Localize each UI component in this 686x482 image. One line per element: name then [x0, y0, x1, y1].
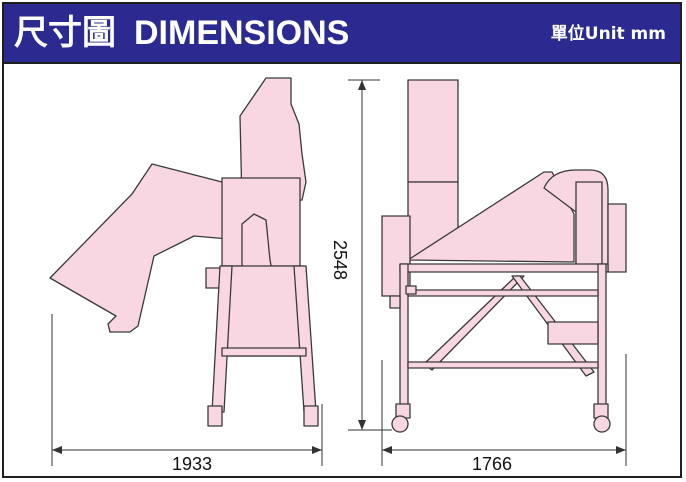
front-width-arrow-right — [312, 446, 322, 454]
diagram-frame: 尺寸圖 DIMENSIONS 單位Unit mm — [2, 2, 682, 478]
side-lower-box — [547, 321, 599, 345]
side-view — [381, 79, 627, 433]
side-right-guard — [607, 203, 627, 273]
front-left-leg — [211, 265, 233, 413]
page-title: 尺寸圖 DIMENSIONS — [14, 13, 349, 53]
side-left-tab-2 — [405, 285, 417, 295]
side-table-top — [399, 263, 609, 273]
side-width-arrow-right — [616, 446, 626, 454]
unit-label: 單位Unit mm — [550, 24, 666, 44]
front-side-handle — [205, 267, 221, 289]
title-chinese: 尺寸圖 — [14, 13, 116, 53]
front-left-caster — [207, 405, 223, 427]
header-bar: 尺寸圖 DIMENSIONS 單位Unit mm — [4, 4, 680, 64]
side-right-wheel — [593, 415, 611, 433]
front-view — [49, 77, 319, 427]
front-width-arrow-left — [52, 446, 62, 454]
side-left-wheel — [391, 415, 409, 433]
title-english: DIMENSIONS — [134, 14, 350, 52]
side-hood-inner — [575, 181, 603, 271]
front-right-caster — [303, 405, 319, 427]
side-width-label: 1766 — [472, 454, 512, 474]
side-chute-column — [407, 79, 459, 183]
height-arrow-top — [358, 80, 366, 90]
side-crossbar-low — [407, 361, 599, 369]
front-feed-hopper — [49, 163, 241, 333]
height-label: 2548 — [330, 240, 350, 280]
side-left-tab — [389, 295, 401, 309]
front-frame — [221, 265, 305, 357]
side-width-arrow-left — [382, 446, 392, 454]
side-crossbar-mid — [407, 289, 599, 297]
side-right-leg — [597, 263, 607, 415]
height-arrow-bottom — [358, 420, 366, 430]
front-width-label: 1933 — [172, 454, 212, 474]
front-crossbar — [221, 347, 307, 357]
side-width-label-bg — [470, 456, 516, 474]
front-width-label-bg — [172, 456, 218, 474]
dimension-drawing: 1933 1766 2548 — [49, 77, 627, 474]
